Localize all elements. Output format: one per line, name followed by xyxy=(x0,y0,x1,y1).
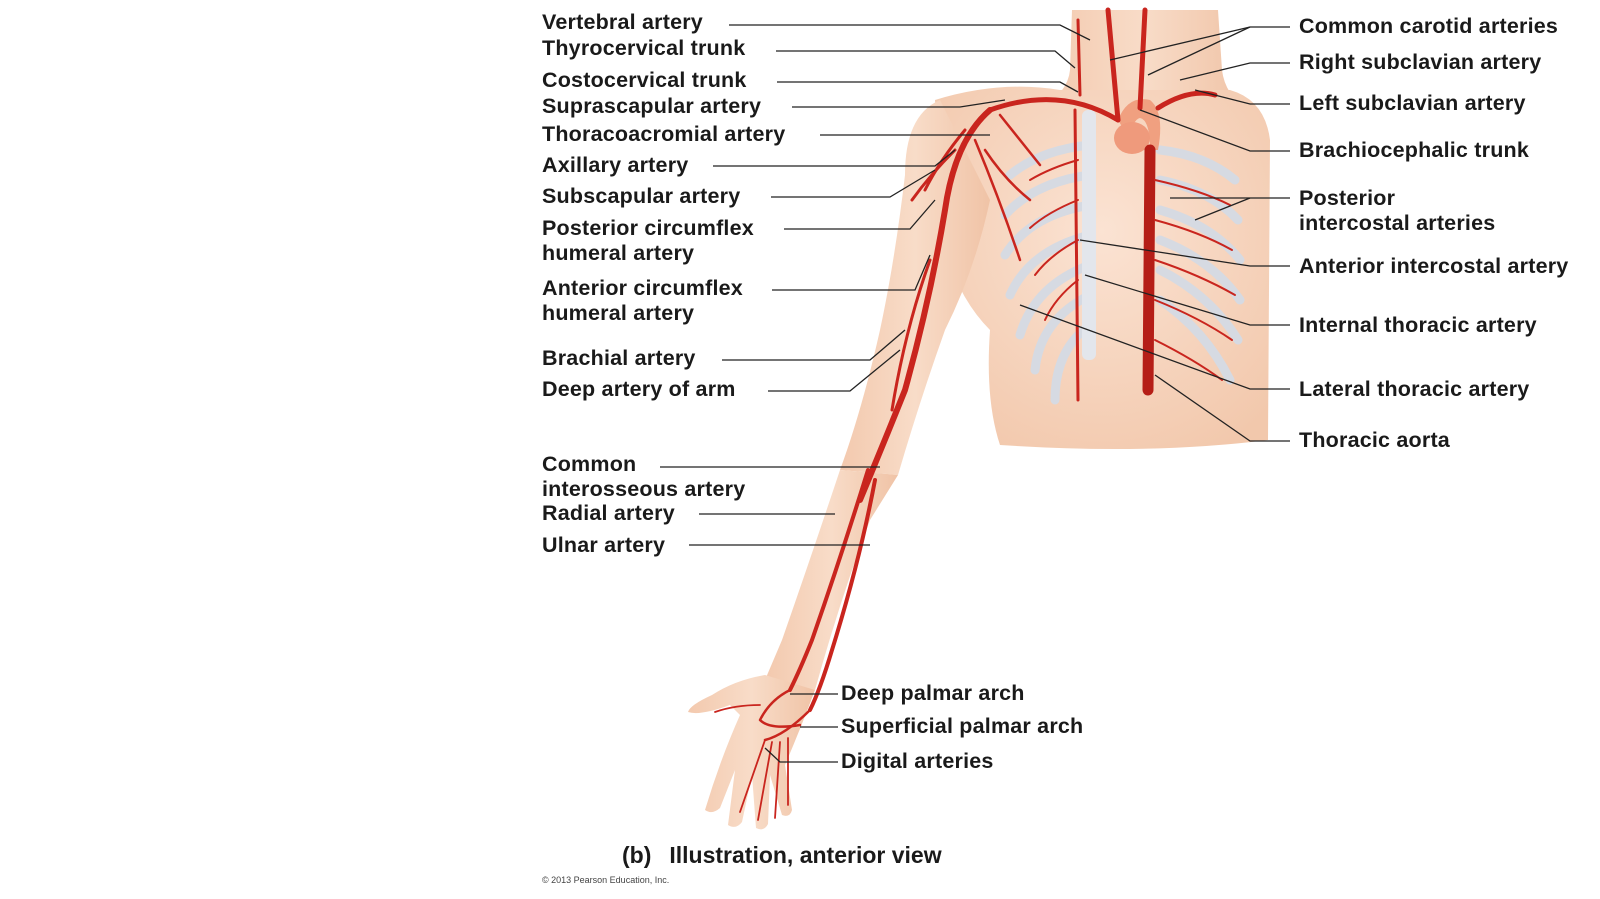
label-line: Thoracic aorta xyxy=(1299,428,1450,452)
label-brachial: Brachial artery xyxy=(542,346,696,371)
label-ulnar: Ulnar artery xyxy=(542,533,665,558)
label-subscapular: Subscapular artery xyxy=(542,184,740,209)
label-line: Common xyxy=(542,452,637,476)
label-line: Costocervical trunk xyxy=(542,68,747,92)
label-line: Axillary artery xyxy=(542,153,689,177)
label-line: Brachiocephalic trunk xyxy=(1299,138,1530,162)
label-line: intercostal arteries xyxy=(1299,211,1496,235)
label-line: Thoracoacromial artery xyxy=(542,122,786,146)
label-line: Left subclavian artery xyxy=(1299,91,1526,115)
label-line: humeral artery xyxy=(542,241,695,265)
label-line: Vertebral artery xyxy=(542,10,703,34)
label-line: Right subclavian artery xyxy=(1299,50,1542,74)
label-superficial-palmar: Superficial palmar arch xyxy=(841,714,1083,739)
heart-base xyxy=(1114,122,1150,154)
leader-lines xyxy=(660,24,1290,763)
label-lateral-thoracic: Lateral thoracic artery xyxy=(1299,377,1529,402)
label-thoracoacromial: Thoracoacromial artery xyxy=(542,122,785,147)
label-digital: Digital arteries xyxy=(841,749,994,774)
label-axillary: Axillary artery xyxy=(542,153,688,178)
label-internal-thoracic: Internal thoracic artery xyxy=(1299,313,1537,338)
label-deep-palmar: Deep palmar arch xyxy=(841,681,1025,706)
label-line: Thyrocervical trunk xyxy=(542,36,746,60)
arteries xyxy=(714,7,1236,821)
label-left-subclavian: Left subclavian artery xyxy=(1299,91,1526,116)
label-line: Brachial artery xyxy=(542,346,696,370)
caption-text: Illustration, anterior view xyxy=(669,842,942,868)
label-line: interosseous artery xyxy=(542,477,746,501)
label-right-subclavian: Right subclavian artery xyxy=(1299,50,1541,75)
label-deep-arm: Deep artery of arm xyxy=(542,377,736,402)
label-common-carotid: Common carotid arteries xyxy=(1299,14,1558,39)
upper-arm xyxy=(840,100,990,475)
label-line: Subscapular artery xyxy=(542,184,741,208)
caption-part: (b) xyxy=(622,842,652,868)
label-line: Suprascapular artery xyxy=(542,94,762,118)
label-suprascapular: Suprascapular artery xyxy=(542,94,761,119)
label-line: humeral artery xyxy=(542,301,695,325)
label-costocervical: Costocervical trunk xyxy=(542,68,747,93)
figure-caption: (b) Illustration, anterior view xyxy=(622,842,942,869)
label-line: Posterior circumflex xyxy=(542,216,754,240)
label-line: Lateral thoracic artery xyxy=(1299,377,1530,401)
label-thyrocervical: Thyrocervical trunk xyxy=(542,36,745,61)
label-line: Internal thoracic artery xyxy=(1299,313,1537,337)
hand xyxy=(688,675,815,830)
sternum xyxy=(1082,110,1096,360)
label-line: Digital arteries xyxy=(841,749,994,773)
torso xyxy=(935,86,1270,450)
label-radial: Radial artery xyxy=(542,501,675,526)
copyright-notice: © 2013 Pearson Education, Inc. xyxy=(542,875,670,885)
label-brachiocephalic: Brachiocephalic trunk xyxy=(1299,138,1529,163)
label-line: Deep palmar arch xyxy=(841,681,1025,705)
label-line: Posterior xyxy=(1299,186,1396,210)
label-line: Common carotid arteries xyxy=(1299,14,1559,38)
label-line: Superficial palmar arch xyxy=(841,714,1084,738)
label-thoracic-aorta: Thoracic aorta xyxy=(1299,428,1450,453)
label-line: Anterior intercostal artery xyxy=(1299,254,1569,278)
label-line: Anterior circumflex xyxy=(542,276,743,300)
label-line: Ulnar artery xyxy=(542,533,666,557)
label-line: Radial artery xyxy=(542,501,675,525)
label-ant-intercostal: Anterior intercostal artery xyxy=(1299,254,1568,279)
label-line: Deep artery of arm xyxy=(542,377,736,401)
label-vertebral: Vertebral artery xyxy=(542,10,703,35)
